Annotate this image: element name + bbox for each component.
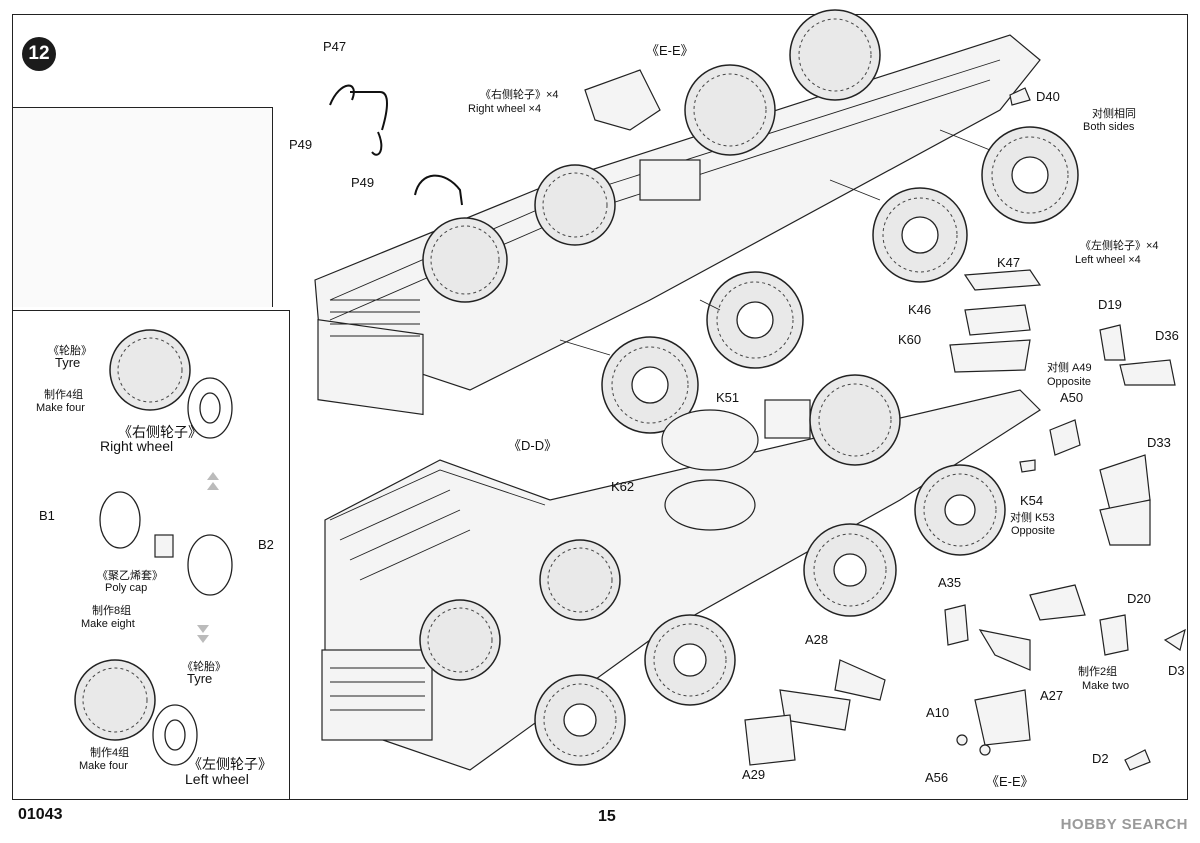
- label-make-four-1-en: Make four: [36, 402, 85, 414]
- label-opposite-a49-cn: 对侧 A49: [1047, 362, 1092, 374]
- label-a27: A27: [1040, 688, 1064, 703]
- label-left-wheel-cn: 《左侧轮子》×4: [1080, 240, 1159, 252]
- lower-wheels: [419, 374, 1006, 766]
- label-make-two-cn: 制作2组: [1078, 666, 1118, 678]
- upper-wheels: [422, 9, 1079, 434]
- label-d20: D20: [1127, 591, 1151, 606]
- label-k47: K47: [997, 255, 1021, 270]
- label-both-sides-en: Both sides: [1083, 121, 1135, 133]
- upper-chassis: [314, 34, 1041, 416]
- label-k62: K62: [611, 479, 635, 494]
- label-right-wheel-en: Right wheel: [100, 438, 174, 454]
- label-b1: B1: [39, 508, 55, 523]
- page-number: 15: [598, 808, 616, 825]
- label-left-wheel-cn: 《左侧轮子》: [188, 756, 272, 772]
- label-make-four-1-cn: 制作4组: [44, 389, 84, 401]
- label-right-wheel-en: Right wheel ×4: [468, 103, 542, 115]
- lower-chassis: [321, 389, 1041, 771]
- page-frame: [12, 14, 1188, 800]
- label-k46: K46: [908, 302, 932, 317]
- label-make-four-2-cn: 制作4组: [90, 747, 130, 759]
- label-poly-cap-en: Poly cap: [105, 582, 148, 594]
- label-right-wheel-cn: 《右侧轮子》: [118, 424, 202, 440]
- label-d40: D40: [1036, 89, 1060, 104]
- label-make-eight-cn: 制作8组: [92, 605, 132, 617]
- wheel-subassembly-frame: [13, 310, 290, 800]
- label-dd: 《D-D》: [508, 438, 558, 453]
- label-a28: A28: [805, 632, 829, 647]
- label-a35: A35: [938, 575, 962, 590]
- label-p49-b: P49: [351, 175, 375, 190]
- label-k51: K51: [716, 390, 740, 405]
- label-both-sides-cn: 对侧相同: [1092, 108, 1136, 120]
- label-ee-bottom: 《E-E》: [986, 774, 1034, 789]
- label-b2: B2: [258, 537, 274, 552]
- label-make-four-2-en: Make four: [79, 760, 128, 772]
- label-p47: P47: [323, 39, 347, 54]
- label-ee-top: 《E-E》: [646, 43, 694, 58]
- label-d3: D3: [1168, 663, 1185, 678]
- label-a29: A29: [742, 767, 766, 782]
- step-number-badge: 12: [22, 37, 56, 71]
- label-make-eight-en: Make eight: [81, 618, 135, 630]
- product-code: 01043: [18, 806, 63, 823]
- label-d2: D2: [1092, 751, 1109, 766]
- label-poly-cap-cn: 《聚乙烯套》: [97, 570, 163, 582]
- label-k60: K60: [898, 332, 922, 347]
- label-tyre-1-cn: 《轮胎》: [48, 345, 92, 357]
- label-tyre-2-cn: 《轮胎》: [182, 661, 226, 673]
- label-left-wheel-en: Left wheel ×4: [1075, 254, 1141, 266]
- right-side-parts: [744, 87, 1186, 771]
- label-d36: D36: [1155, 328, 1179, 343]
- label-opposite-k53-en: Opposite: [1011, 525, 1056, 537]
- label-left-wheel-en: Left wheel: [185, 771, 249, 787]
- label-opposite-k53-cn: 对侧 K53: [1010, 512, 1055, 524]
- label-right-wheel-cn: 《右侧轮子》×4: [480, 89, 559, 101]
- label-p49-a: P49: [289, 137, 313, 152]
- p47-p49-handles: [329, 84, 463, 206]
- label-d19: D19: [1098, 297, 1122, 312]
- side-panel-drawings: [74, 329, 233, 766]
- engine-detail-frame: [13, 107, 273, 307]
- label-make-two-en: Make two: [1082, 680, 1130, 692]
- label-opposite-a49-en: Opposite: [1047, 376, 1092, 388]
- label-k54: K54: [1020, 493, 1044, 508]
- label-tyre-1-en: Tyre: [55, 355, 81, 370]
- label-a50: A50: [1060, 390, 1084, 405]
- label-a56: A56: [925, 770, 949, 785]
- label-tyre-2-en: Tyre: [187, 671, 213, 686]
- label-d33: D33: [1147, 435, 1171, 450]
- watermark: HOBBY SEARCH: [1060, 816, 1188, 833]
- label-a10: A10: [926, 705, 950, 720]
